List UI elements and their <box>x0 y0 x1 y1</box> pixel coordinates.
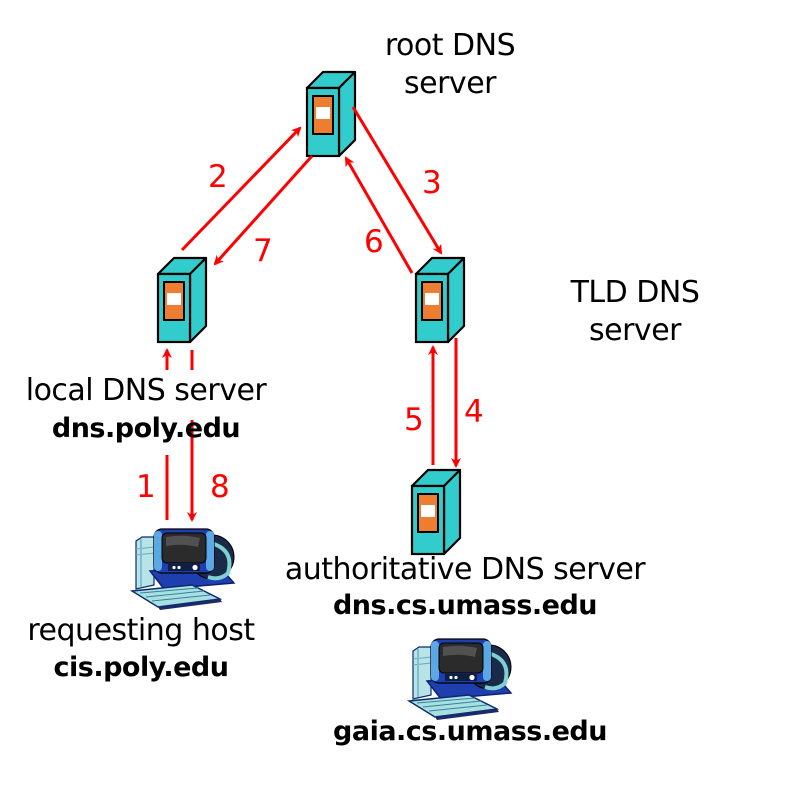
step-number-2: 2 <box>208 159 228 195</box>
gaia-host-computer-icon <box>407 637 513 722</box>
step-number-5: 5 <box>404 402 424 438</box>
tld-dns-label-line2: server <box>589 313 681 348</box>
requesting-host-label: requesting host <box>27 613 255 648</box>
local-dns-hostname: dns.poly.edu <box>51 413 241 444</box>
step-number-6: 6 <box>364 224 384 260</box>
arrow-step-7 <box>213 154 314 266</box>
root-dns-server-icon <box>305 70 357 158</box>
root-dns-label-line2: server <box>404 66 496 101</box>
step-number-7: 7 <box>253 233 273 269</box>
step-number-4: 4 <box>464 394 484 430</box>
tld-dns-server-icon <box>414 256 466 344</box>
root-dns-label-line1: root DNS <box>384 28 516 63</box>
arrow-step-2 <box>180 126 302 252</box>
requesting-host-computer-icon <box>130 527 236 612</box>
step-number-1: 1 <box>136 469 156 505</box>
tld-dns-label-line1: TLD DNS <box>570 275 700 310</box>
step-number-8: 8 <box>210 469 230 505</box>
arrow-step-6 <box>344 156 414 274</box>
target-hostname: gaia.cs.umass.edu <box>333 716 607 747</box>
arrow-step-3 <box>351 106 443 255</box>
step-number-3: 3 <box>422 165 442 201</box>
local-dns-server-label: local DNS server <box>25 373 267 408</box>
local-dns-server-icon <box>156 256 208 344</box>
authoritative-dns-server-icon <box>410 468 462 556</box>
requesting-hostname: cis.poly.edu <box>53 652 229 683</box>
authoritative-dns-hostname: dns.cs.umass.edu <box>332 590 598 621</box>
authoritative-dns-server-label: authoritative DNS server <box>284 552 646 587</box>
